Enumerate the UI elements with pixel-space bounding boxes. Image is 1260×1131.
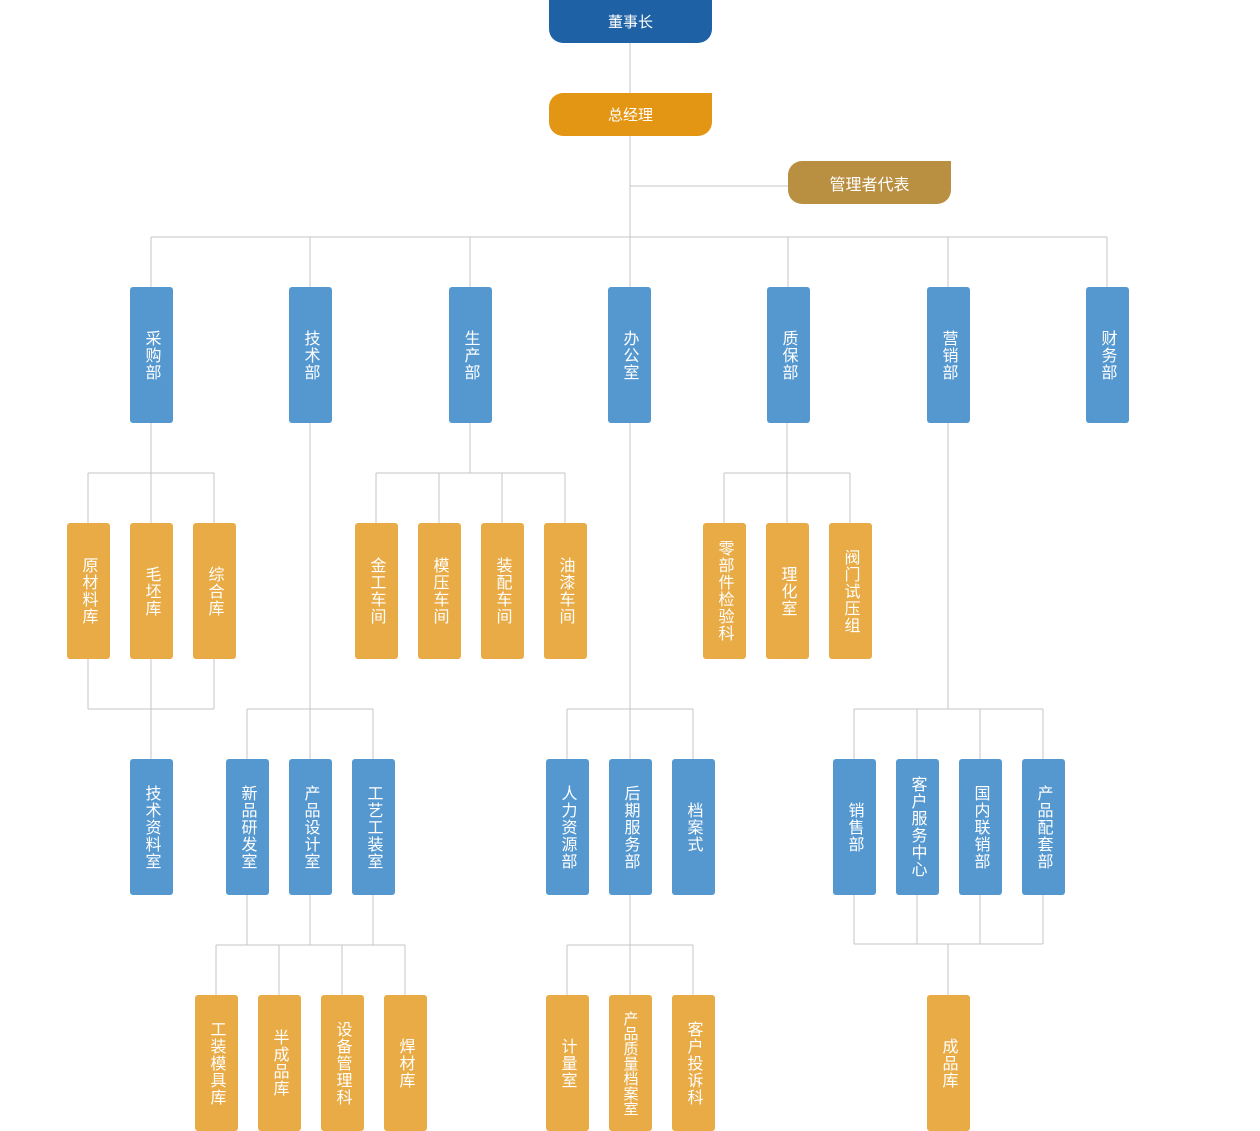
office-sub: 人力资源部 <box>546 759 589 895</box>
node-label: 原材料库 <box>79 557 99 625</box>
node-label: 销售部 <box>845 801 865 853</box>
dept-production: 生产部 <box>449 287 492 423</box>
dept-purchasing: 采购部 <box>130 287 173 423</box>
node-label: 后期服务部 <box>621 784 641 870</box>
management-rep-node: 管理者代表 <box>788 161 951 204</box>
dept-marketing: 营销部 <box>927 287 970 423</box>
office-lower: 客户投诉科 <box>672 995 715 1131</box>
node-label: 计量室 <box>558 1037 578 1089</box>
dept-label: 办公室 <box>620 329 640 381</box>
office-lower: 计量室 <box>546 995 589 1131</box>
technology-sub: 新品研发室 <box>226 759 269 895</box>
marketing-sub: 客户服务中心 <box>896 759 939 895</box>
node-label: 零部件检验科 <box>715 540 735 642</box>
dept-label: 生产部 <box>461 329 481 381</box>
node-label: 产品设计室 <box>301 784 321 870</box>
node-label: 成品库 <box>939 1037 959 1089</box>
purchasing-lower: 技术资料室 <box>130 759 173 895</box>
node-label: 工艺工装室 <box>364 784 384 870</box>
dept-technology: 技术部 <box>289 287 332 423</box>
node-label: 焊材库 <box>396 1037 416 1089</box>
dept-label: 采购部 <box>142 329 162 381</box>
node-label: 客户服务中心 <box>908 776 928 878</box>
dept-label: 质保部 <box>779 329 799 381</box>
dept-label: 技术部 <box>301 329 321 381</box>
production-sub: 模压车间 <box>418 523 461 659</box>
production-sub: 金工车间 <box>355 523 398 659</box>
dept-label: 营销部 <box>939 329 959 381</box>
purchasing-sub: 原材料库 <box>67 523 110 659</box>
chairman-label: 董事长 <box>607 13 653 31</box>
node-label: 阀门试压组 <box>841 548 861 634</box>
node-label: 综合库 <box>205 565 225 617</box>
node-label: 金工车间 <box>367 557 387 625</box>
dept-office: 办公室 <box>608 287 651 423</box>
technology-lower: 工装模具库 <box>195 995 238 1131</box>
technology-lower: 设备管理科 <box>321 995 364 1131</box>
dept-quality: 质保部 <box>767 287 810 423</box>
purchasing-sub: 综合库 <box>193 523 236 659</box>
technology-lower: 焊材库 <box>384 995 427 1131</box>
node-label: 理化室 <box>778 565 798 617</box>
dept-finance: 财务部 <box>1086 287 1129 423</box>
node-label: 客户投诉科 <box>684 1020 704 1106</box>
node-label: 工装模具库 <box>207 1020 227 1106</box>
marketing-sub: 产品配套部 <box>1022 759 1065 895</box>
office-sub: 档案式 <box>672 759 715 895</box>
quality-sub: 阀门试压组 <box>829 523 872 659</box>
node-label: 产品配套部 <box>1034 784 1054 870</box>
general-manager-label: 总经理 <box>607 106 653 124</box>
node-label: 国内联销部 <box>971 784 991 870</box>
marketing-lower: 成品库 <box>927 995 970 1131</box>
node-label: 油漆车间 <box>556 557 576 625</box>
quality-sub: 理化室 <box>766 523 809 659</box>
node-label: 人力资源部 <box>558 784 578 870</box>
marketing-sub: 国内联销部 <box>959 759 1002 895</box>
production-sub: 油漆车间 <box>544 523 587 659</box>
node-label: 模压车间 <box>430 557 450 625</box>
technology-sub: 产品设计室 <box>289 759 332 895</box>
office-sub: 后期服务部 <box>609 759 652 895</box>
node-label: 档案式 <box>684 801 704 853</box>
node-label: 技术资料室 <box>142 784 162 870</box>
purchasing-sub: 毛坯库 <box>130 523 173 659</box>
marketing-sub: 销售部 <box>833 759 876 895</box>
technology-lower: 半成品库 <box>258 995 301 1131</box>
node-label: 产品质量档案室 <box>621 1010 640 1116</box>
node-label: 半成品库 <box>270 1029 290 1097</box>
node-label: 装配车间 <box>493 557 513 625</box>
general-manager-node: 总经理 <box>549 93 712 136</box>
production-sub: 装配车间 <box>481 523 524 659</box>
node-label: 毛坯库 <box>142 565 162 617</box>
node-label: 新品研发室 <box>238 784 258 870</box>
office-lower: 产品质量档案室 <box>609 995 652 1131</box>
management-rep-label: 管理者代表 <box>829 174 910 194</box>
dept-label: 财务部 <box>1098 329 1118 381</box>
chairman-node: 董事长 <box>549 0 712 43</box>
node-label: 设备管理科 <box>333 1020 353 1106</box>
quality-sub: 零部件检验科 <box>703 523 746 659</box>
technology-sub: 工艺工装室 <box>352 759 395 895</box>
